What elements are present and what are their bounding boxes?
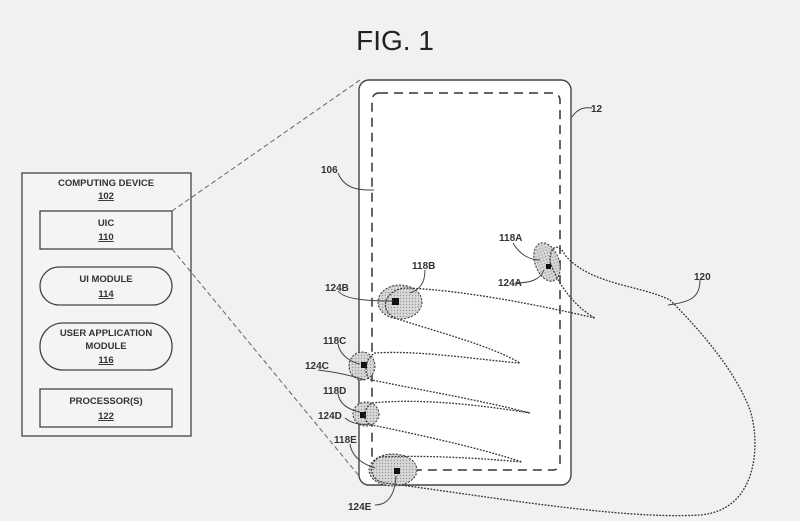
label-124c: 124C (305, 361, 329, 372)
ref-gesture: 120 (694, 272, 711, 283)
label-118a: 118A (499, 233, 522, 244)
processor-box (39, 388, 173, 428)
processor-label: PROCESSOR(S) (69, 396, 142, 407)
ref-display: 106 (321, 165, 338, 176)
ref-device: 12 (591, 104, 603, 115)
uic-label: UIC (98, 218, 115, 229)
label-118d: 118D (323, 386, 346, 397)
location-124d (360, 412, 366, 418)
user-app-ref: 116 (98, 355, 113, 366)
uic-box (39, 210, 173, 250)
user-app-label-line2: MODULE (85, 341, 126, 352)
label-118e: 118E (334, 435, 357, 446)
user-application-module-box (39, 322, 173, 371)
label-124b: 124B (325, 283, 349, 294)
region-118e (368, 453, 418, 487)
ui-module-box (39, 266, 173, 306)
projection-line-bottom (171, 248, 365, 483)
location-124e (394, 468, 400, 474)
leader-lines (317, 107, 701, 506)
device-outline (358, 79, 572, 486)
label-124d: 124D (318, 411, 342, 422)
label-118c: 118C (323, 336, 346, 347)
computing-device-block: COMPUTING DEVICE 102 UIC 110 UI MODULE 1… (21, 172, 192, 437)
computing-device-title: COMPUTING DEVICE (58, 178, 154, 189)
location-124b (392, 298, 399, 305)
figure-title: FIG. 1 (356, 25, 434, 56)
label-124e: 124E (348, 502, 372, 513)
ui-module-label: UI MODULE (79, 274, 132, 285)
region-118b (377, 284, 423, 320)
projection-line-top (171, 79, 361, 212)
ui-module-ref: 114 (98, 289, 114, 300)
display-dashed-outline (371, 92, 561, 471)
gesture-path-120 (364, 246, 756, 517)
user-app-label-line1: USER APPLICATION (60, 328, 153, 339)
label-118b: 118B (412, 261, 435, 272)
computing-device-ref: 102 (98, 191, 114, 202)
uic-ref: 110 (98, 232, 113, 243)
location-124c (361, 362, 367, 368)
location-124a (546, 264, 551, 269)
label-124a: 124A (498, 278, 522, 289)
processor-ref: 122 (98, 411, 114, 422)
